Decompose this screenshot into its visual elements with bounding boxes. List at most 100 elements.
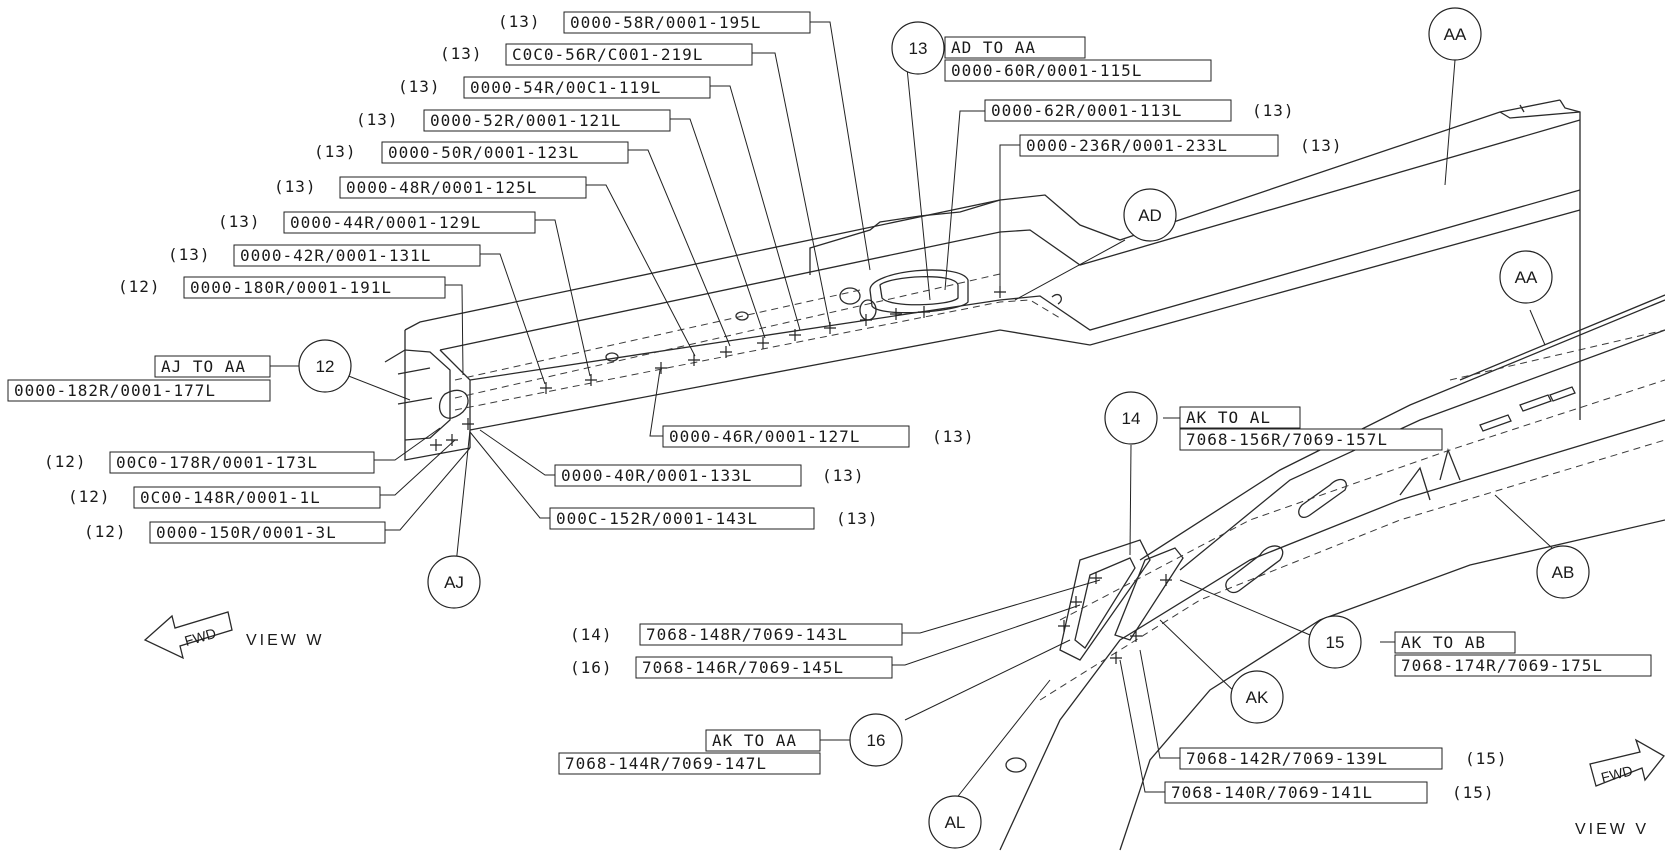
svg-text:(13): (13) <box>440 44 483 63</box>
svg-text:(13): (13) <box>274 177 317 196</box>
svg-text:(13): (13) <box>1300 136 1343 155</box>
callout-0000-152r: 000C-152R/0001-143L (13) <box>549 507 879 530</box>
bubble-12: 12 <box>298 339 352 393</box>
svg-text:7068-174R/7069-175L: 7068-174R/7069-175L <box>1401 656 1603 675</box>
bubble-al: AL <box>928 795 982 849</box>
svg-text:(12): (12) <box>68 487 111 506</box>
callout-0000-180r: (12) 0000-180R/0001-191L <box>118 276 446 299</box>
svg-text:(13): (13) <box>168 245 211 264</box>
svg-text:0000-44R/0001-129L: 0000-44R/0001-129L <box>290 213 481 232</box>
callout-0000-62r: 0000-62R/0001-113L (13) <box>984 99 1295 122</box>
svg-text:AJ: AJ <box>444 573 464 592</box>
svg-text:15: 15 <box>1326 633 1345 652</box>
svg-text:AD: AD <box>1138 206 1162 225</box>
svg-text:(13): (13) <box>398 77 441 96</box>
svg-text:0000-54R/00C1-119L: 0000-54R/00C1-119L <box>470 78 661 97</box>
svg-text:0000-52R/0001-121L: 0000-52R/0001-121L <box>430 111 621 130</box>
bubble-aa-top: AA <box>1428 7 1482 61</box>
svg-text:FWD: FWD <box>1599 762 1634 785</box>
callout-0000-46r: 0000-46R/0001-127L (13) <box>662 425 975 448</box>
svg-text:AK TO AA: AK TO AA <box>712 731 797 750</box>
callout-7068-146r: (16) 7068-146R/7069-145L <box>570 656 893 679</box>
callout-7068-148r: (14) 7068-148R/7069-143L <box>570 623 903 646</box>
bubble-aa-right: AA <box>1499 250 1553 304</box>
bubble-15: 15 <box>1308 615 1362 669</box>
svg-text:(13): (13) <box>498 12 541 31</box>
svg-text:0C00-148R/0001-1L: 0C00-148R/0001-1L <box>140 488 321 507</box>
svg-text:16: 16 <box>867 731 886 750</box>
svg-text:AK TO AL: AK TO AL <box>1186 408 1271 427</box>
bubble-16: 16 <box>849 713 903 767</box>
svg-text:(13): (13) <box>822 466 865 485</box>
weld-marks <box>430 286 1172 664</box>
group-aj-to-aa: AJ TO AA 0000-182R/0001-177L <box>7 355 271 402</box>
svg-text:0000-42R/0001-131L: 0000-42R/0001-131L <box>240 246 431 265</box>
group-ak-to-ab: AK TO AB 7068-174R/7069-175L <box>1394 631 1652 677</box>
fwd-arrow-left-icon <box>143 611 233 660</box>
svg-text:0000-46R/0001-127L: 0000-46R/0001-127L <box>669 427 860 446</box>
svg-text:0000-48R/0001-125L: 0000-48R/0001-125L <box>346 178 537 197</box>
svg-text:0000-182R/0001-177L: 0000-182R/0001-177L <box>14 381 216 400</box>
svg-text:(13): (13) <box>218 212 261 231</box>
svg-text:7068-146R/7069-145L: 7068-146R/7069-145L <box>642 658 844 677</box>
callout-0000-50r: (13) 0000-50R/0001-123L <box>314 141 629 164</box>
group-ad-to-aa: AD TO AA 0000-60R/0001-115L <box>944 36 1212 82</box>
svg-text:0000-60R/0001-115L: 0000-60R/0001-115L <box>951 61 1142 80</box>
svg-text:C0C0-56R/C001-219L: C0C0-56R/C001-219L <box>512 45 703 64</box>
callout-7068-140r: 7068-140R/7069-141L (15) <box>1164 781 1495 804</box>
svg-text:7068-148R/7069-143L: 7068-148R/7069-143L <box>646 625 848 644</box>
bubble-13: 13 <box>891 21 945 75</box>
svg-text:0000-40R/0001-133L: 0000-40R/0001-133L <box>561 466 752 485</box>
svg-text:AL: AL <box>945 813 966 832</box>
svg-text:0000-236R/0001-233L: 0000-236R/0001-233L <box>1026 136 1228 155</box>
bubble-ad: AD <box>1123 188 1177 242</box>
svg-text:FWD: FWD <box>183 625 218 649</box>
svg-text:0000-58R/0001-195L: 0000-58R/0001-195L <box>570 13 761 32</box>
callout-0000-40r: 0000-40R/0001-133L (13) <box>554 464 865 487</box>
callout-0000-58r: (13) 0000-58R/0001-195L <box>498 11 811 34</box>
view-w-indicator: FWD VIEW W <box>143 611 321 660</box>
callout-0000-150r: (12)0000-150R/0001-3L <box>84 521 386 544</box>
svg-text:AK TO AB: AK TO AB <box>1401 633 1486 652</box>
svg-text:(16): (16) <box>570 658 613 677</box>
svg-text:(12): (12) <box>44 452 87 471</box>
callout-0000-178r: (12) 00C0-178R/0001-173L <box>44 451 375 474</box>
svg-text:(12): (12) <box>118 277 161 296</box>
svg-text:(14): (14) <box>570 625 613 644</box>
view-v-indicator: FWD VIEW V <box>1575 738 1665 838</box>
callout-0000-56r: (13) C0C0-56R/C001-219L <box>440 43 753 66</box>
svg-text:(13): (13) <box>314 142 357 161</box>
callout-0000-54r: (13) 0000-54R/00C1-119L <box>398 76 711 99</box>
svg-text:(13): (13) <box>1252 101 1295 120</box>
svg-text:00C0-178R/0001-173L: 00C0-178R/0001-173L <box>116 453 318 472</box>
bubble-ak: AK <box>1230 670 1284 724</box>
svg-text:14: 14 <box>1122 409 1141 428</box>
callout-0000-42r: (13) 0000-42R/0001-131L <box>168 244 481 267</box>
svg-text:(15): (15) <box>1452 783 1495 802</box>
bubble-aj: AJ <box>427 555 481 609</box>
svg-text:0000-50R/0001-123L: 0000-50R/0001-123L <box>388 143 579 162</box>
svg-text:0000-180R/0001-191L: 0000-180R/0001-191L <box>190 278 392 297</box>
reference-bubbles: AA AD AA AB AJ AK AL 12 13 14 15 16 <box>298 7 1590 849</box>
view-w-callouts: (13) 0000-58R/0001-195L (13) C0C0-56R/C001… <box>7 11 1343 544</box>
svg-text:000C-152R/0001-143L: 000C-152R/0001-143L <box>556 509 758 528</box>
svg-text:(13): (13) <box>836 509 879 528</box>
svg-text:AB: AB <box>1552 563 1575 582</box>
svg-text:(13): (13) <box>356 110 399 129</box>
svg-text:12: 12 <box>316 357 335 376</box>
view-w-rail-geometry <box>384 99 1581 461</box>
svg-text:AD TO AA: AD TO AA <box>951 38 1036 57</box>
svg-text:AJ TO AA: AJ TO AA <box>161 357 246 376</box>
callout-0000-44r: (13) 0000-44R/0001-129L <box>218 211 536 234</box>
svg-text:0000-62R/0001-113L: 0000-62R/0001-113L <box>991 101 1182 120</box>
svg-text:(13): (13) <box>932 427 975 446</box>
view-v-callouts: (14) 7068-148R/7069-143L (16) 7068-146R/70… <box>558 406 1652 804</box>
svg-text:7068-156R/7069-157L: 7068-156R/7069-157L <box>1186 430 1388 449</box>
bubble-14: 14 <box>1104 391 1158 445</box>
group-ak-to-al: AK TO AL 7068-156R/7069-157L <box>1179 406 1443 451</box>
svg-text:7068-140R/7069-141L: 7068-140R/7069-141L <box>1171 783 1373 802</box>
fwd-arrow-right-icon <box>1589 738 1665 787</box>
svg-text:AK: AK <box>1246 688 1269 707</box>
svg-text:7068-144R/7069-147L: 7068-144R/7069-147L <box>565 754 767 773</box>
